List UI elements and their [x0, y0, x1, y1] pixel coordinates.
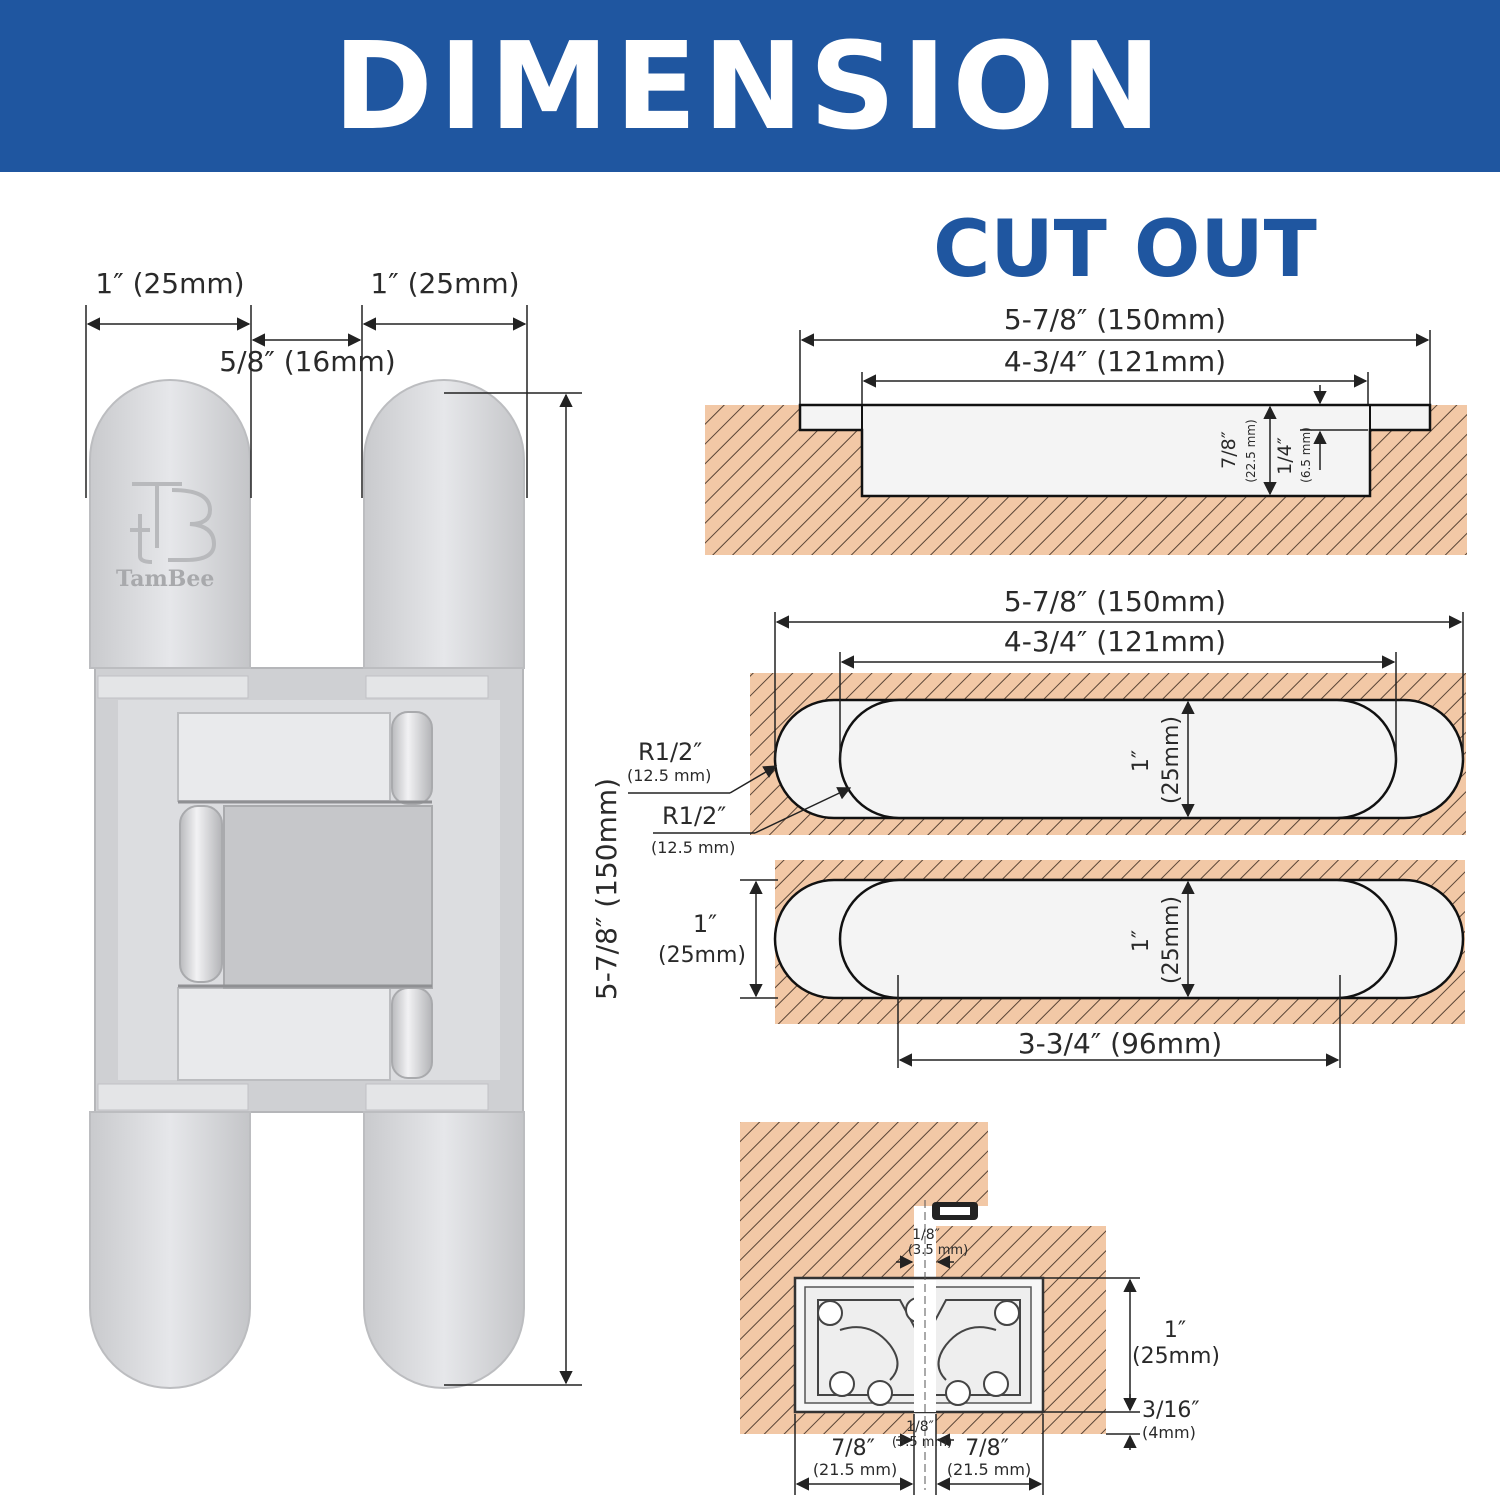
hinge-length-label: 5-7/8″ (150mm) — [590, 777, 623, 1001]
brand-name: TamBee — [116, 566, 215, 592]
hole-spacing-label: 3-3/4″ (96mm) — [1017, 1027, 1223, 1060]
header-banner — [0, 0, 1500, 172]
leaf-gap-label: 5/8″ (16mm) — [219, 345, 396, 378]
lower-cutout — [773, 860, 1465, 1024]
offset-label: 3/16″ — [1142, 1398, 1200, 1423]
gap-top-label: 1/8″ — [912, 1227, 940, 1243]
radius-inner-mm-label: (12.5 mm) — [651, 838, 736, 857]
middle-cutout-dimensions — [628, 612, 1464, 834]
leaf-width-left-label: 1″ (25mm) — [95, 267, 245, 300]
right-width-label: 7/8″ — [965, 1436, 1009, 1461]
lower-width-label: 1″ — [1129, 929, 1154, 953]
top-inner-length-label: 4-3/4″ (121mm) — [1003, 345, 1227, 378]
depth-mm-label: (25mm) — [1131, 1344, 1221, 1369]
radius-outer-mm-label: (12.5 mm) — [627, 766, 712, 785]
depth-label: 1″ — [1163, 1318, 1187, 1343]
top-cutout-dimensions — [799, 330, 1431, 496]
hinge-dimensions — [85, 305, 582, 1386]
middle-cutout — [750, 673, 1466, 835]
top-depth-mm-label: (22.5 mm) — [1244, 419, 1258, 483]
top-outer-length-label: 5-7/8″ (150mm) — [1003, 303, 1227, 336]
offset-mm-label: (4mm) — [1142, 1423, 1196, 1442]
middle-width-label: 1″ — [1129, 749, 1154, 773]
radius-inner-label: R1/2″ — [662, 802, 727, 830]
radius-outer-label: R1/2″ — [638, 738, 703, 766]
lower-width-mm-label: (25mm) — [1159, 895, 1184, 985]
left-width-mm-label: (21.5 mm) — [812, 1460, 898, 1479]
cross-section-dimensions — [794, 1255, 1140, 1495]
gap-top-mm-label: (3.5 mm) — [907, 1243, 969, 1258]
middle-inner-length-label: 4-3/4″ (121mm) — [1003, 625, 1227, 658]
lower-left-width-mm-label: (25mm) — [657, 943, 747, 968]
gap-bottom-label: 1/8″ — [906, 1419, 934, 1435]
gap-bottom-mm-label: (3.5 mm) — [891, 1435, 953, 1450]
middle-outer-length-label: 5-7/8″ (150mm) — [1003, 585, 1227, 618]
cross-section — [740, 1122, 1106, 1490]
middle-width-mm-label: (25mm) — [1159, 715, 1184, 805]
top-depth-label: 7/8″ — [1218, 431, 1240, 469]
right-width-mm-label: (21.5 mm) — [946, 1460, 1032, 1479]
lower-cutout-dimensions — [740, 879, 1341, 1068]
page-title: DIMENSION — [333, 18, 1167, 157]
brand-logo — [130, 482, 217, 564]
cutout-title: CUT OUT — [933, 205, 1317, 295]
leaf-width-right-label: 1″ (25mm) — [370, 267, 520, 300]
top-step-mm-label: (6.5 mm) — [1299, 427, 1313, 483]
top-cutout — [705, 403, 1467, 555]
left-width-label: 7/8″ — [831, 1436, 875, 1461]
hinge-illustration — [89, 379, 525, 1389]
top-step-label: 1/4″ — [1274, 437, 1296, 475]
lower-left-width-label: 1″ — [692, 910, 718, 938]
